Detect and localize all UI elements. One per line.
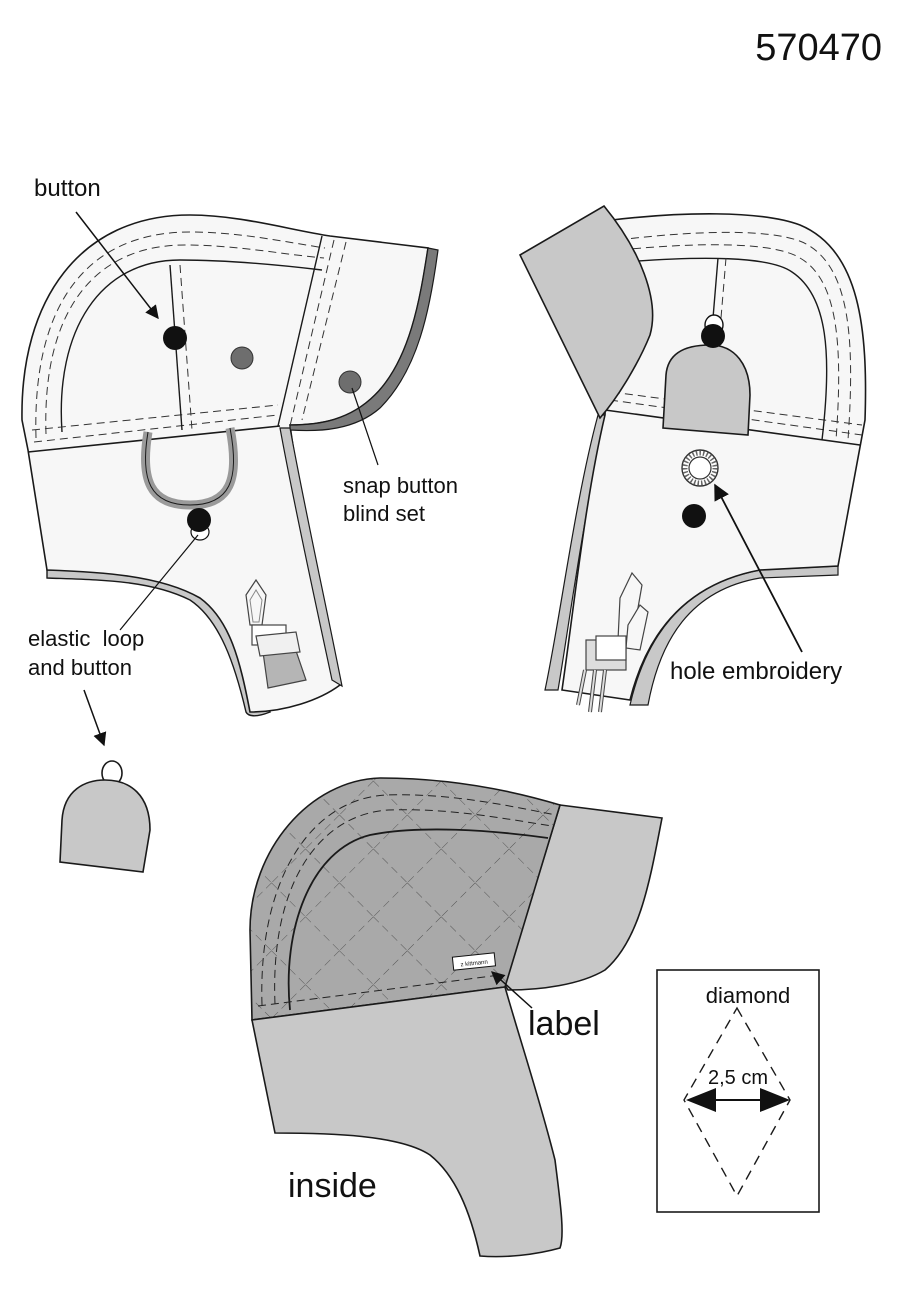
label-tag-text: z kittmann [460,960,488,969]
inside-label: inside [288,1167,377,1205]
and-button-label: and button [28,655,132,680]
button-label: button [34,175,101,202]
snap-button-label: snap button [343,473,458,498]
loop-button-dot [187,508,211,532]
measure-arrow-left-icon [686,1088,716,1112]
button-arrow [75,211,159,320]
right-hat-flap-up [518,204,867,713]
elastic-loop-leader [119,534,199,631]
diamond-shape [683,1006,791,1198]
inside-hat-view: z kittmann [249,777,663,1258]
label-arrow [490,971,533,1009]
buckle-icon [245,578,307,689]
snap-button-leader [351,387,379,466]
diamond-info-box: diamond 2,5 cm [656,969,820,1213]
label-text: label [528,1005,600,1043]
elastic-loop-button-piece [59,760,151,873]
left-hat-outside [21,214,439,717]
buckle-icon [576,571,649,713]
elastic-loop-label: elastic loop [28,626,144,651]
elastic-loop-arrow [83,689,107,747]
diamond-measure: 2,5 cm [708,1067,768,1089]
diamond-title: diamond [706,983,790,1008]
hole-embroidery-arrow [714,483,803,653]
hole-embroidery-icon [681,449,719,487]
blind-set-label: blind set [343,501,425,526]
article-number: 570470 [755,27,882,69]
measure-arrow-right-icon [760,1088,790,1112]
hole-embroidery-label: hole embroidery [670,658,842,685]
button-dot [163,326,187,350]
snap-button-dot [230,346,254,370]
snap-button-dot [338,370,362,394]
